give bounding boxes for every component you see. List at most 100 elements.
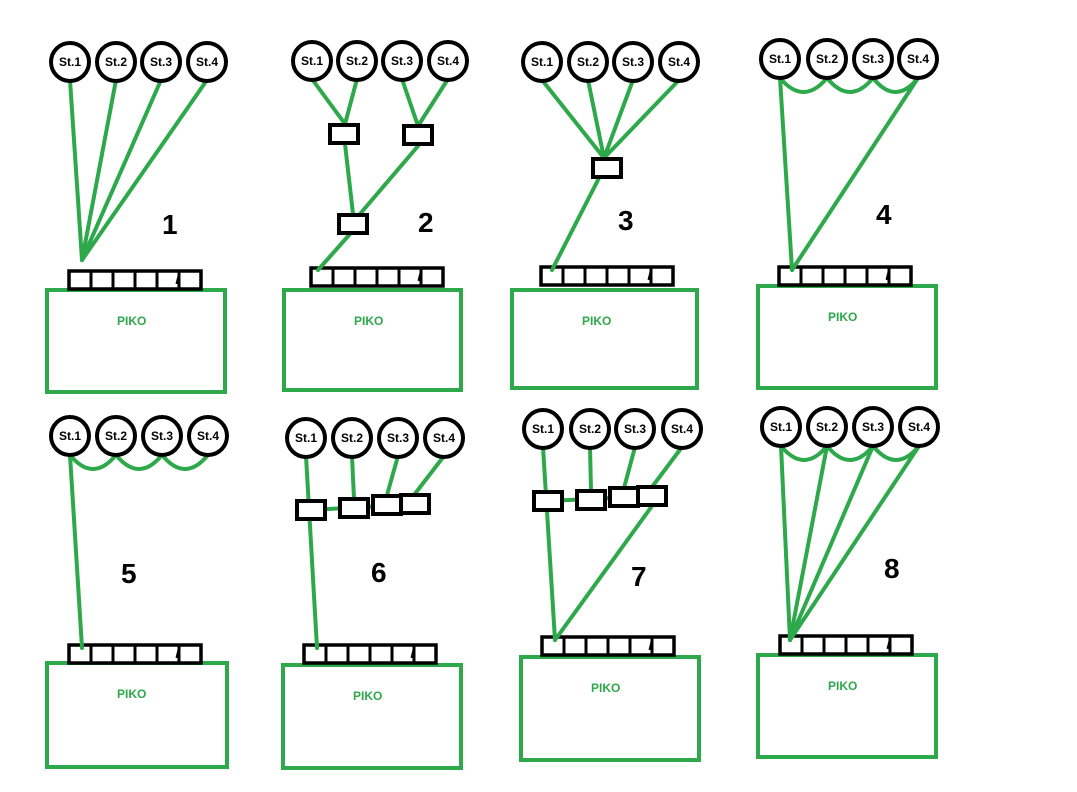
station-circle xyxy=(612,41,654,83)
station-label: St.1 xyxy=(59,55,81,69)
piko-inverter-box xyxy=(510,288,699,390)
station-circle xyxy=(187,415,229,457)
terminal-mark xyxy=(886,640,892,650)
station-circle xyxy=(759,38,801,80)
station-circle xyxy=(760,406,802,448)
junction-box xyxy=(575,489,607,511)
station-label: St.1 xyxy=(59,429,81,443)
station-label: St.3 xyxy=(622,55,644,69)
terminal-strip xyxy=(67,643,203,665)
diagram-number: 7 xyxy=(631,561,647,592)
wire xyxy=(588,445,593,493)
station-label: St.4 xyxy=(437,54,459,68)
terminal-strip xyxy=(777,265,913,287)
station-label: St.4 xyxy=(433,431,455,445)
junction-box xyxy=(337,213,369,235)
junction-box xyxy=(338,497,370,519)
station-label: St.3 xyxy=(862,52,884,66)
piko-label: PIKO xyxy=(117,687,146,701)
station-circle xyxy=(806,38,848,80)
piko-inverter-box xyxy=(281,663,463,770)
wire xyxy=(541,445,557,642)
wire xyxy=(358,144,420,216)
junction-box xyxy=(295,499,327,521)
terminal-mark xyxy=(417,272,423,282)
junction-box xyxy=(328,123,360,145)
piko-label: PIKO xyxy=(828,679,857,693)
station-circle xyxy=(898,406,940,448)
station-label: St.3 xyxy=(387,431,409,445)
wire xyxy=(622,445,637,490)
station-label: St.3 xyxy=(862,420,884,434)
wire xyxy=(553,504,654,642)
station-label: St.1 xyxy=(769,52,791,66)
terminal-strip xyxy=(540,635,676,657)
station-circle xyxy=(852,406,894,448)
wire xyxy=(80,78,209,262)
wire xyxy=(310,77,347,126)
station-circle xyxy=(186,41,228,83)
wire xyxy=(400,77,420,128)
piko-label: PIKO xyxy=(353,689,382,703)
diagram-number: 5 xyxy=(121,558,137,589)
station-circle xyxy=(49,415,91,457)
terminal-mark xyxy=(175,649,181,659)
piko-label: PIKO xyxy=(582,314,611,328)
wire xyxy=(779,444,792,642)
station-circle xyxy=(661,408,703,450)
station-label: St.1 xyxy=(770,420,792,434)
wire xyxy=(586,78,606,160)
station-label: St.2 xyxy=(577,55,599,69)
wire xyxy=(80,78,118,262)
wire xyxy=(80,78,163,262)
station-label: St.4 xyxy=(196,55,218,69)
station-circle xyxy=(291,40,333,82)
wire xyxy=(602,78,681,160)
station-circle xyxy=(140,41,182,83)
station-circle xyxy=(521,41,563,83)
piko-label: PIKO xyxy=(828,310,857,324)
piko-inverter-box xyxy=(756,284,938,390)
station-circle xyxy=(614,408,656,450)
wire xyxy=(416,77,450,128)
station-circle xyxy=(897,38,939,80)
wire xyxy=(316,232,352,272)
station-label: St.1 xyxy=(532,422,554,436)
junction-box xyxy=(532,490,564,512)
station-label: St.4 xyxy=(908,420,930,434)
piko-inverter-box xyxy=(756,653,938,759)
station-circle xyxy=(522,408,564,450)
daisy-chain-wire xyxy=(68,451,210,471)
piko-inverter-box xyxy=(45,661,229,769)
piko-inverter-box xyxy=(282,288,463,392)
diagram-number: 8 xyxy=(884,553,900,584)
wire xyxy=(788,444,921,642)
station-circle xyxy=(49,41,91,83)
terminal-strip xyxy=(309,266,445,288)
station-label: St.4 xyxy=(197,429,219,443)
station-label: St.3 xyxy=(624,422,646,436)
station-circle xyxy=(141,415,183,457)
station-label: St.1 xyxy=(295,431,317,445)
diagram-number: 2 xyxy=(418,207,434,238)
station-label: St.2 xyxy=(816,52,838,66)
wire xyxy=(68,453,84,650)
station-label: St.2 xyxy=(105,55,127,69)
station-circle xyxy=(95,41,137,83)
diagram-number: 6 xyxy=(371,557,387,588)
wire xyxy=(304,454,319,650)
wire xyxy=(788,444,875,642)
station-label: St.2 xyxy=(105,429,127,443)
wire xyxy=(343,142,355,216)
piko-label: PIKO xyxy=(117,314,146,328)
wire xyxy=(385,454,400,497)
station-circle xyxy=(567,41,609,83)
diagram-number: 1 xyxy=(162,209,178,240)
diagram-number: 3 xyxy=(618,205,634,236)
